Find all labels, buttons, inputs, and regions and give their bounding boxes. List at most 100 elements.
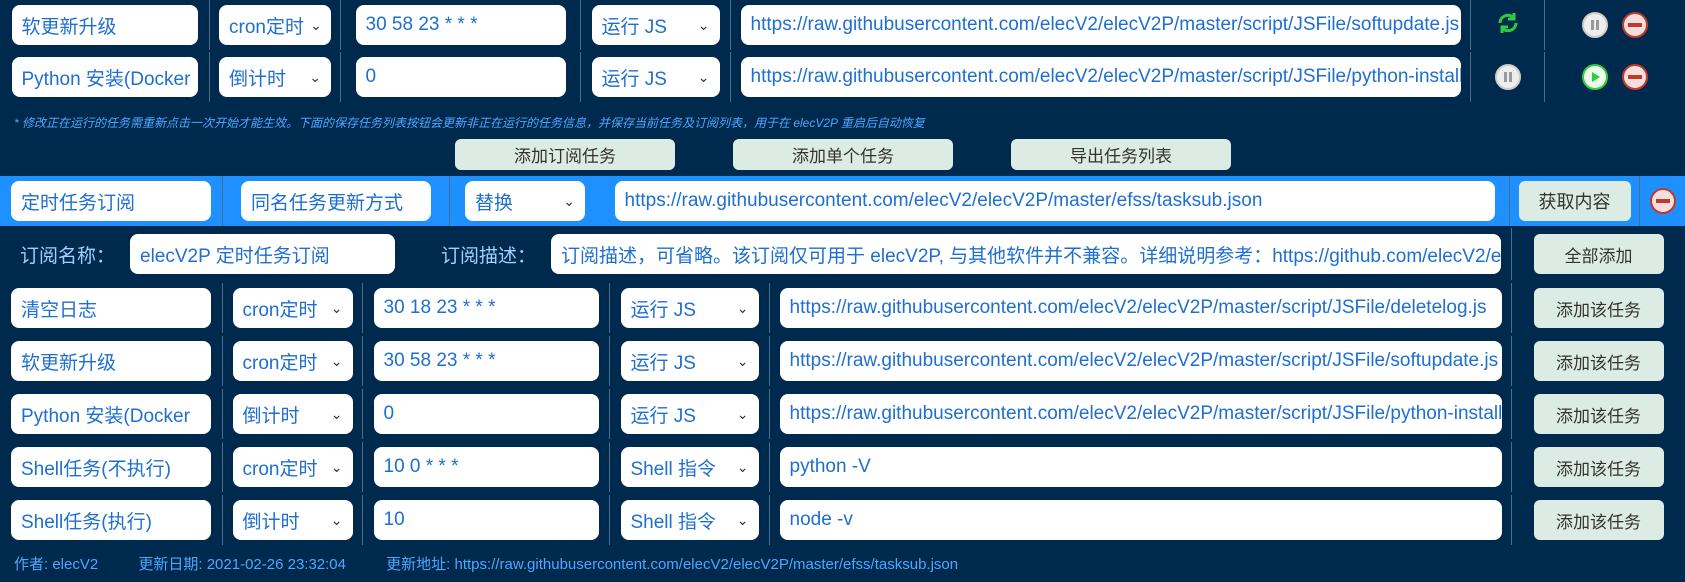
task-type-value: cron定时: [242, 352, 318, 374]
chevron-down-icon: ⌄: [563, 192, 575, 209]
task-type-value: cron定时: [229, 16, 304, 38]
task-name-input[interactable]: 软更新升级: [11, 341, 211, 381]
job-type-select[interactable]: Shell 指令 ⌄: [620, 447, 759, 487]
task-target-input[interactable]: python -V: [779, 447, 1502, 487]
chevron-down-icon: ⌄: [330, 299, 343, 316]
chevron-down-icon: ⌄: [736, 405, 749, 422]
add-single-task-button[interactable]: 添加单个任务: [733, 139, 953, 170]
fetch-content-button[interactable]: 获取内容: [1518, 181, 1631, 221]
task-time-input[interactable]: 30 58 23 * * *: [373, 341, 599, 381]
update-mode-select[interactable]: 替换 ⌄: [465, 181, 585, 221]
job-type-select[interactable]: Shell 指令 ⌄: [620, 500, 759, 540]
subscription-desc-input[interactable]: 订阅描述，可省略。该订阅仅可用于 elecV2P, 与其他软件并不兼容。详细说明…: [551, 234, 1502, 274]
remove-icon[interactable]: [1622, 64, 1648, 90]
task-time-input[interactable]: 0: [373, 394, 599, 434]
chevron-down-icon: ⌄: [309, 16, 322, 33]
task-type-value: cron定时: [242, 299, 318, 321]
task-time-input[interactable]: 0: [355, 57, 566, 97]
subscription-desc-label: 订阅描述：: [441, 245, 537, 267]
task-type-select[interactable]: cron定时 ⌄: [219, 5, 331, 45]
update-mode-value: 替换: [475, 192, 514, 214]
subscription-task-row: 清空日志 cron定时 ⌄ 30 18 23 * * * 运行 JS ⌄ https…: [0, 283, 1685, 333]
task-type-select[interactable]: cron定时 ⌄: [232, 288, 353, 328]
info-note: * 修改正在运行的任务需重新点击一次开始才能生效。下面的保存任务列表按钮会更新非…: [14, 116, 925, 130]
task-name-input[interactable]: 软更新升级: [11, 5, 198, 45]
chevron-down-icon: ⌄: [736, 299, 749, 316]
task-target-input[interactable]: https://raw.githubusercontent.com/elecV2…: [779, 341, 1502, 381]
task-name-input[interactable]: Python 安装(Docker: [11, 57, 198, 97]
remove-icon[interactable]: [1622, 12, 1648, 38]
chevron-down-icon: ⌄: [697, 16, 710, 33]
chevron-down-icon: ⌄: [330, 405, 343, 422]
task-target-input[interactable]: https://raw.githubusercontent.com/elecV2…: [779, 288, 1502, 328]
job-type-select[interactable]: 运行 JS ⌄: [591, 5, 720, 45]
job-type-value: 运行 JS: [601, 16, 667, 38]
subscription-title-input[interactable]: elecV2P 定时任务订阅: [130, 234, 396, 274]
author-text: 作者: elecV2: [14, 556, 99, 573]
task-time-input[interactable]: 10: [373, 500, 599, 540]
subscription-row: 定时任务订阅 同名任务更新方式 替换 ⌄ https://raw.githubus…: [0, 176, 1685, 226]
subscription-name-label: 订阅名称：: [20, 245, 116, 267]
play-icon[interactable]: [1582, 64, 1608, 90]
job-type-value: Shell 指令: [630, 458, 717, 480]
task-type-select[interactable]: 倒计时 ⌄: [219, 57, 331, 97]
task-type-select[interactable]: cron定时 ⌄: [232, 447, 353, 487]
add-task-button[interactable]: 添加该任务: [1533, 394, 1664, 434]
job-type-value: 运行 JS: [630, 352, 696, 374]
add-task-button[interactable]: 添加该任务: [1533, 447, 1664, 487]
task-time-input[interactable]: 30 58 23 * * *: [355, 5, 566, 45]
task-type-value: 倒计时: [229, 68, 287, 90]
add-all-button[interactable]: 全部添加: [1533, 234, 1664, 274]
task-target-input[interactable]: https://raw.githubusercontent.com/elecV2…: [740, 57, 1461, 97]
subscription-name-input[interactable]: 定时任务订阅: [11, 181, 211, 221]
task-type-select[interactable]: 倒计时 ⌄: [232, 394, 353, 434]
subscription-task-row: Python 安装(Docker 倒计时 ⌄ 0 运行 JS ⌄ https://r…: [0, 389, 1685, 439]
job-type-value: Shell 指令: [630, 511, 717, 533]
chevron-down-icon: ⌄: [736, 458, 749, 475]
chevron-down-icon: ⌄: [736, 511, 749, 528]
pause-icon[interactable]: [1582, 12, 1608, 38]
task-target-input[interactable]: https://raw.githubusercontent.com/elecV2…: [779, 394, 1502, 434]
task-type-select[interactable]: 倒计时 ⌄: [232, 500, 353, 540]
task-time-input[interactable]: 10 0 * * *: [373, 447, 599, 487]
task-type-value: 倒计时: [242, 405, 300, 427]
subscription-task-row: Shell任务(执行) 倒计时 ⌄ 10 Shell 指令 ⌄ node -v 添加…: [0, 495, 1685, 545]
running-task-row: 软更新升级 cron定时 ⌄ 30 58 23 * * * 运行 JS ⌄ http…: [0, 0, 1685, 50]
subscription-url-input[interactable]: https://raw.githubusercontent.com/elecV2…: [614, 181, 1495, 221]
add-task-button[interactable]: 添加该任务: [1533, 341, 1664, 381]
export-task-list-button[interactable]: 导出任务列表: [1011, 139, 1231, 170]
chevron-down-icon: ⌄: [309, 68, 321, 85]
subscription-task-row: 软更新升级 cron定时⌄ 30 58 23 * * * 运行 JS⌄ http…: [0, 336, 1685, 386]
task-target-input[interactable]: https://raw.githubusercontent.com/elecV2…: [740, 5, 1461, 45]
job-type-select[interactable]: 运行 JS ⌄: [620, 288, 759, 328]
task-name-input[interactable]: Shell任务(不执行): [11, 447, 211, 487]
task-type-value: 倒计时: [242, 511, 300, 533]
chevron-down-icon: ⌄: [330, 511, 343, 528]
footer: 作者: elecV2 更新日期: 2021-02-26 23:32:04 更新地…: [14, 553, 994, 574]
task-name-input[interactable]: Shell任务(执行): [11, 500, 211, 540]
chevron-down-icon: ⌄: [330, 458, 343, 475]
remove-icon[interactable]: [1649, 188, 1676, 214]
task-type-select[interactable]: cron定时⌄: [232, 341, 353, 381]
job-type-value: 运行 JS: [630, 405, 696, 427]
running-task-row: Python 安装(Docker 倒计时 ⌄ 0 运行 JS⌄ https://r…: [0, 52, 1685, 102]
update-mode-label: 同名任务更新方式: [241, 181, 431, 221]
add-task-button[interactable]: 添加该任务: [1533, 500, 1664, 540]
task-target-input[interactable]: node -v: [779, 500, 1502, 540]
update-date-text: 更新日期: 2021-02-26 23:32:04: [138, 556, 346, 573]
job-type-select[interactable]: 运行 JS⌄: [620, 341, 759, 381]
job-type-select[interactable]: 运行 JS ⌄: [620, 394, 759, 434]
task-name-input[interactable]: 清空日志: [11, 288, 211, 328]
task-name-input[interactable]: Python 安装(Docker: [11, 394, 211, 434]
chevron-down-icon: ⌄: [697, 68, 710, 85]
task-time-input[interactable]: 30 18 23 * * *: [373, 288, 599, 328]
add-subscription-button[interactable]: 添加订阅任务: [455, 139, 675, 170]
pause-icon[interactable]: [1494, 64, 1521, 90]
job-type-select[interactable]: 运行 JS⌄: [591, 57, 720, 97]
task-type-value: cron定时: [242, 458, 318, 480]
update-url-link[interactable]: 更新地址: https://raw.githubusercontent.com/…: [386, 556, 959, 573]
job-type-value: 运行 JS: [630, 299, 696, 321]
refresh-icon[interactable]: [1493, 8, 1523, 43]
add-task-button[interactable]: 添加该任务: [1533, 288, 1664, 328]
